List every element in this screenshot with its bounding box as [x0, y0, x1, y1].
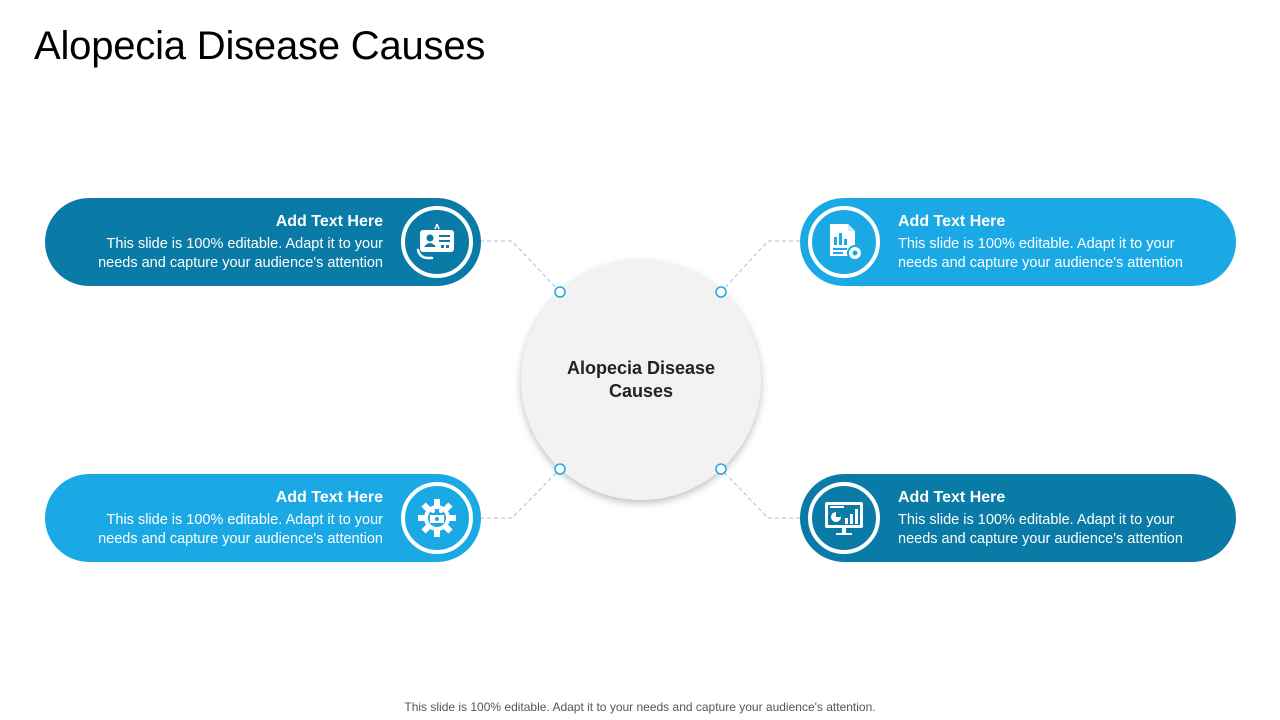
monitor-chart-icon — [825, 502, 863, 535]
center-circle: Alopecia Disease Causes — [521, 260, 761, 500]
cause-description: This slide is 100% editable. Adapt it to… — [898, 236, 1183, 271]
cause-description: This slide is 100% editable. Adapt it to… — [98, 512, 383, 547]
slide-title: Alopecia Disease Causes — [34, 24, 486, 68]
cause-card-top-left: Add Text Here This slide is 100% editabl… — [45, 198, 481, 286]
cause-description: This slide is 100% editable. Adapt it to… — [98, 236, 383, 271]
footer-note: This slide is 100% editable. Adapt it to… — [404, 700, 876, 714]
gear-money-icon — [418, 499, 456, 537]
cause-icon-badge — [397, 202, 477, 282]
cause-card-text: Add Text Here This slide is 100% editabl… — [83, 488, 383, 549]
cause-description: This slide is 100% editable. Adapt it to… — [898, 512, 1183, 547]
cause-heading: Add Text Here — [898, 213, 1006, 230]
icon-ring — [401, 206, 473, 278]
connector-top-left — [480, 240, 561, 293]
center-label: Alopecia Disease Causes — [566, 358, 716, 401]
icon-ring — [808, 482, 880, 554]
id-card-icon — [416, 223, 454, 260]
cause-heading: Add Text Here — [898, 489, 1006, 506]
report-gear-icon — [830, 224, 863, 261]
cause-card-top-right: Add Text Here This slide is 100% editabl… — [800, 198, 1236, 286]
cause-card-bottom-right: Add Text Here This slide is 100% editabl… — [800, 474, 1236, 562]
cause-card-text: Add Text Here This slide is 100% editabl… — [83, 212, 383, 273]
cause-icon-badge — [804, 202, 884, 282]
cause-card-bottom-left: Add Text Here This slide is 100% editabl… — [45, 474, 481, 562]
icon-ring — [808, 206, 880, 278]
cause-heading: Add Text Here — [275, 489, 383, 506]
icon-ring — [401, 482, 473, 554]
cause-icon-badge — [804, 478, 884, 558]
cause-card-text: Add Text Here This slide is 100% editabl… — [898, 212, 1198, 273]
cause-icon-badge — [397, 478, 477, 558]
connector-top-right — [720, 240, 800, 293]
connector-bottom-left — [480, 468, 561, 519]
cause-heading: Add Text Here — [275, 213, 383, 230]
cause-card-text: Add Text Here This slide is 100% editabl… — [898, 488, 1198, 549]
connector-bottom-right — [720, 468, 800, 519]
